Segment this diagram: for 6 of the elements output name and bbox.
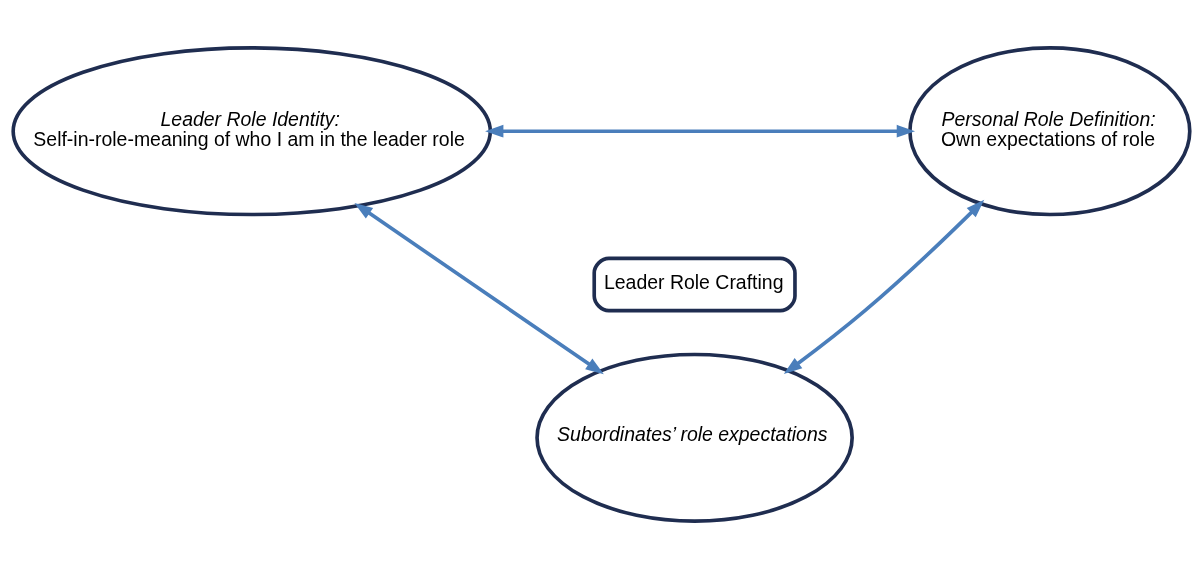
node-ellipse: Subordinates’ role expectations <box>535 352 854 523</box>
arrow <box>354 202 604 374</box>
arrow <box>485 124 916 138</box>
arrow <box>783 199 985 374</box>
node-ellipse: Leader Role Identity: Self-in-role-meaning of who I am in the leader role <box>11 45 493 216</box>
node-box: Leader Role Crafting <box>592 256 797 312</box>
